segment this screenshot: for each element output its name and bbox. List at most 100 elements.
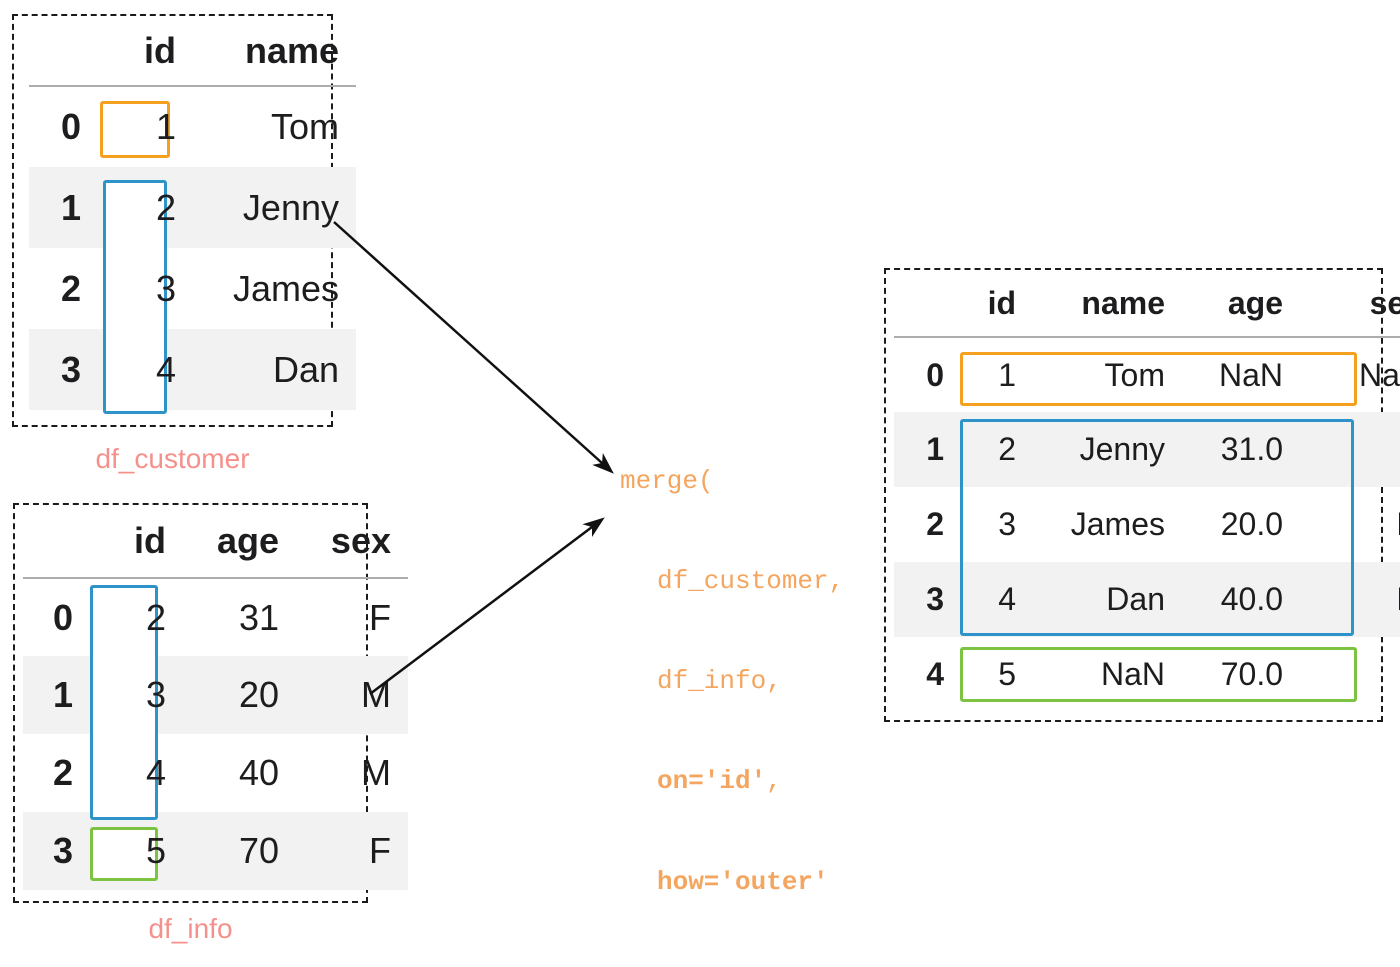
cell-id: 3 [998, 506, 1016, 542]
cell-age: NaN [1218, 356, 1283, 393]
column-header-id: id [81, 505, 184, 579]
cell-id: 5 [998, 656, 1016, 692]
code-line-arg-df-customer: df_customer, [657, 566, 845, 597]
cell-name: James [1070, 506, 1165, 542]
code-line-arg-how: how='outer' [657, 866, 829, 897]
row-index: 0 [926, 356, 944, 393]
code-line-open: merge( [620, 465, 714, 496]
cell-id: 3 [145, 674, 166, 715]
cell-age: 20 [238, 674, 279, 715]
cell-sex: F [1298, 637, 1400, 712]
cell-name: James [232, 267, 339, 309]
row-index: 2 [926, 506, 944, 542]
column-header-name: name [1025, 270, 1178, 338]
highlight-left-only-row-box [960, 352, 1357, 406]
row-index: 3 [60, 348, 81, 390]
cell-age: 31 [238, 596, 279, 638]
index-corner [894, 270, 954, 338]
highlight-right-only-row-box [960, 647, 1357, 702]
table-row: 2 4 40 M [23, 734, 408, 812]
table-row: 0 2 31 F [23, 578, 408, 656]
cell-id: 4 [998, 581, 1016, 617]
row-index: 3 [52, 830, 73, 871]
cell-age: 20.0 [1220, 506, 1283, 542]
cell-age: 40.0 [1220, 581, 1283, 617]
column-header-age: age [184, 505, 294, 579]
highlight-right-only-id-box [90, 827, 158, 881]
table-row: 1 3 20 M [23, 656, 408, 734]
table-row: 2 3 James 20.0 M [894, 487, 1400, 562]
column-header-id: id [91, 16, 196, 87]
merged-result-table: idnameagesex01TomNaNNaN12Jenny31.0F23Jam… [894, 270, 1400, 712]
cell-sex: M [361, 752, 391, 793]
table-row: 3 4 Dan 40.0 M [894, 562, 1400, 637]
table-row: 3 4 Dan [29, 329, 356, 410]
row-index: 0 [60, 106, 81, 147]
cell-id: 4 [155, 348, 176, 390]
cell-sex: F [369, 596, 391, 638]
cell-id: 4 [145, 752, 166, 793]
cell-name: Dan [1106, 581, 1165, 617]
column-header-name: name [196, 16, 356, 87]
table-row: 3 5 70 F [23, 812, 408, 890]
cell-name: Tom [270, 106, 339, 147]
index-corner [29, 16, 91, 87]
row-index: 1 [60, 186, 81, 228]
arrow-df-customer-to-merge [333, 221, 614, 474]
highlight-left-only-id-box [100, 101, 170, 158]
code-line-arg-df-info: df_info, [657, 666, 782, 697]
row-index: 3 [926, 581, 944, 617]
column-header-id: id [954, 270, 1025, 338]
index-corner [23, 505, 81, 579]
row-index: 1 [52, 674, 73, 715]
df-info-label: df_info [148, 913, 233, 944]
cell-id: 2 [998, 431, 1016, 467]
highlight-matching-ids-box [103, 180, 167, 414]
cell-id: 3 [155, 267, 176, 309]
table-row: 1 2 Jenny [29, 167, 356, 248]
row-index: 2 [52, 752, 73, 793]
cell-age: 70.0 [1220, 656, 1283, 692]
table-row: 4 5 NaN 70.0 F [894, 637, 1400, 712]
cell-age: 31.0 [1220, 431, 1283, 467]
table-row: 1 2 Jenny 31.0 F [894, 412, 1400, 487]
cell-id: 2 [155, 186, 176, 228]
cell-age: 40 [238, 752, 279, 793]
row-index: 0 [52, 596, 73, 638]
cell-sex: M [361, 674, 391, 715]
cell-sex: F [1298, 412, 1400, 487]
row-index: 2 [60, 267, 81, 309]
merge-code: merge( df_customer, df_info, on='id', ho… [620, 398, 844, 967]
cell-sex: M [1298, 562, 1400, 637]
cell-id: 5 [145, 830, 166, 871]
cell-sex: F [369, 830, 391, 871]
cell-id: 2 [145, 596, 166, 638]
column-header-sex: sex [1298, 270, 1400, 338]
column-header-age: age [1178, 270, 1298, 338]
df-customer-label: df_customer [95, 443, 250, 474]
row-index: 1 [926, 431, 944, 467]
cell-name: Jenny [242, 186, 339, 228]
highlight-matching-ids-box [90, 585, 158, 820]
column-header-sex: sex [294, 505, 408, 579]
cell-name: Jenny [1079, 431, 1165, 467]
cell-name: Tom [1104, 356, 1165, 393]
cell-name: NaN [1100, 656, 1165, 692]
code-line-arg-on: on='id', [657, 766, 782, 797]
table-row: 2 3 James [29, 248, 356, 329]
cell-sex: NaN [1358, 356, 1400, 393]
highlight-matched-rows-box [960, 419, 1354, 636]
table-row: 0 1 Tom NaN NaN [894, 337, 1400, 412]
cell-id: 1 [998, 356, 1016, 393]
cell-name: Dan [272, 348, 339, 390]
row-index: 4 [926, 656, 944, 692]
merged-result-panel: idnameagesex01TomNaNNaN12Jenny31.0F23Jam… [884, 268, 1400, 722]
cell-sex: M [1298, 487, 1400, 562]
cell-age: 70 [238, 830, 279, 871]
